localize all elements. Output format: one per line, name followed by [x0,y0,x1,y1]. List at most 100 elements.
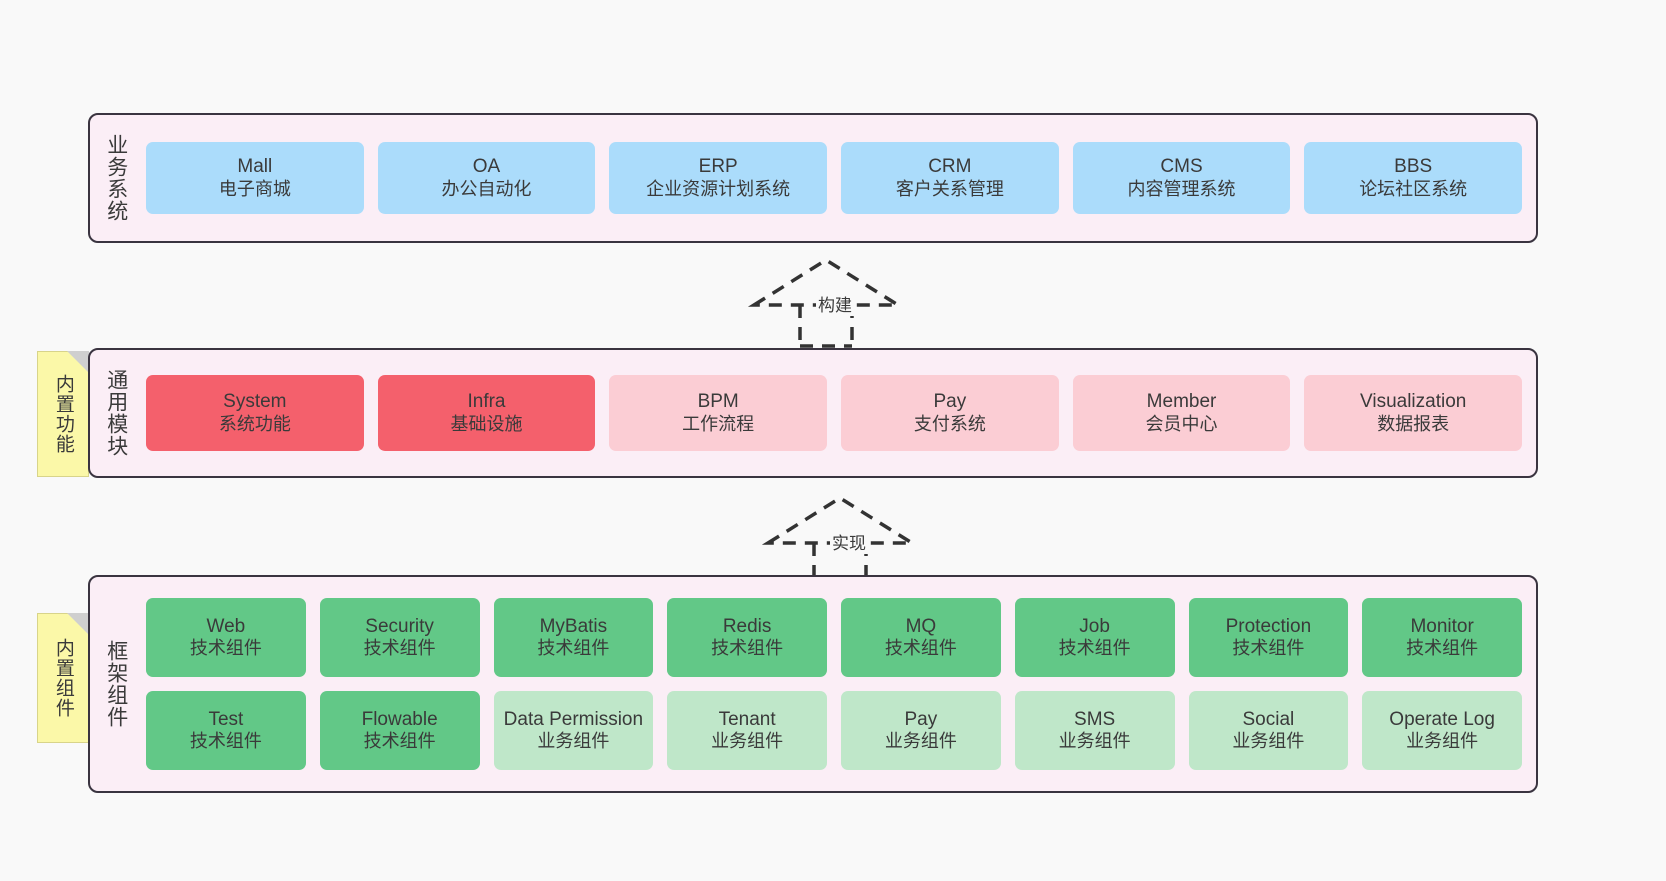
node-job[interactable]: Job 技术组件 [1014,598,1175,677]
node-crm[interactable]: CRM 客户关系管理 [841,142,1059,214]
node-title: Data Permission [503,708,644,730]
node-web[interactable]: Web 技术组件 [146,598,306,677]
node-subtitle: 技术组件 [363,731,436,752]
node-title: Flowable [361,708,438,730]
layer-framework-components: 框架组件 Web 技术组件 Security 技术组件 MyBatis 技术组件… [88,575,1538,793]
node-mall[interactable]: Mall 电子商城 [146,142,364,214]
layer-row: System 系统功能 Infra 基础设施 BPM 工作流程 Pay 支付系统… [146,375,1523,451]
node-subtitle: 客户关系管理 [895,178,1004,199]
node-subtitle: 系统功能 [218,413,291,434]
connector-implement: 实现 [761,490,946,586]
node-title: Web [206,615,246,637]
layer-common-modules: 通用模块 System 系统功能 Infra 基础设施 BPM 工作流程 Pay… [88,348,1538,478]
node-sms[interactable]: SMS 业务组件 [1014,691,1175,770]
node-title: Tenant [718,708,776,730]
node-subtitle: 技术组件 [884,638,957,659]
layer-body-business: Mall 电子商城 OA 办公自动化 ERP 企业资源计划系统 CRM 客户关系… [142,115,1536,241]
node-social[interactable]: Social 业务组件 [1188,691,1349,770]
node-mybatis[interactable]: MyBatis 技术组件 [493,598,654,677]
node-subtitle: 业务组件 [537,731,610,752]
node-title: Operate Log [1389,708,1495,730]
node-subtitle: 企业资源计划系统 [646,178,791,199]
node-flowable[interactable]: Flowable 技术组件 [319,691,480,770]
note-text: 内置功能 [52,374,74,454]
node-erp[interactable]: ERP 企业资源计划系统 [609,142,828,214]
node-title: CMS [1160,156,1203,178]
node-subtitle: 会员中心 [1145,413,1218,434]
node-bpm[interactable]: BPM 工作流程 [609,375,828,451]
layer-title-modules: 通用模块 [104,369,128,457]
connector-label-implement: 实现 [830,529,868,554]
node-pay-component[interactable]: Pay 业务组件 [841,691,1001,770]
node-title: MQ [905,615,937,637]
node-mq[interactable]: MQ 技术组件 [841,598,1001,677]
node-title: SMS [1074,708,1116,730]
node-title: Mall [237,156,273,178]
node-infra[interactable]: Infra 基础设施 [377,375,596,451]
node-subtitle: 工作流程 [682,413,755,434]
node-title: Member [1146,391,1217,413]
node-system[interactable]: System 系统功能 [146,375,364,451]
node-subtitle: 技术组件 [189,638,262,659]
node-title: Job [1079,615,1110,637]
node-bbs[interactable]: BBS 论坛社区系统 [1304,142,1523,214]
node-title: MyBatis [539,615,608,637]
note-builtin-components: 内置组件 [37,613,89,743]
node-title: BPM [697,391,739,413]
node-title: Pay [904,708,938,730]
node-subtitle: 业务组件 [1058,731,1131,752]
node-subtitle: 技术组件 [1232,638,1305,659]
node-cms[interactable]: CMS 内容管理系统 [1072,142,1291,214]
note-text: 内置组件 [52,638,74,718]
layer-row: Mall 电子商城 OA 办公自动化 ERP 企业资源计划系统 CRM 客户关系… [146,142,1523,214]
node-title: CRM [928,156,972,178]
layer-row: Test 技术组件 Flowable 技术组件 Data Permission … [146,691,1522,770]
node-test[interactable]: Test 技术组件 [146,691,306,770]
node-title: System [223,391,287,413]
node-operate-log[interactable]: Operate Log 业务组件 [1362,691,1522,770]
node-subtitle: 支付系统 [913,413,986,434]
node-security[interactable]: Security 技术组件 [319,598,480,677]
node-title: Redis [722,615,772,637]
node-subtitle: 业务组件 [711,731,784,752]
node-protection[interactable]: Protection 技术组件 [1188,598,1349,677]
layer-title-business: 业务系统 [104,134,128,222]
node-subtitle: 技术组件 [711,638,784,659]
node-title: Test [208,708,244,730]
layer-row: Web 技术组件 Security 技术组件 MyBatis 技术组件 Redi… [146,598,1522,677]
node-title: Protection [1225,615,1312,637]
node-tenant[interactable]: Tenant 业务组件 [667,691,827,770]
node-subtitle: 基础设施 [450,413,523,434]
node-monitor[interactable]: Monitor 技术组件 [1362,598,1522,677]
node-subtitle: 数据报表 [1377,413,1450,434]
node-title: Social [1242,708,1295,730]
node-subtitle: 技术组件 [1058,638,1131,659]
node-pay-module[interactable]: Pay 支付系统 [841,375,1059,451]
node-title: Visualization [1360,391,1467,413]
node-subtitle: 技术组件 [1406,638,1479,659]
node-redis[interactable]: Redis 技术组件 [667,598,827,677]
node-title: Security [365,615,434,637]
node-member[interactable]: Member 会员中心 [1072,375,1291,451]
node-subtitle: 业务组件 [1232,731,1305,752]
node-subtitle: 技术组件 [189,731,262,752]
layer-business-systems: 业务系统 Mall 电子商城 OA 办公自动化 ERP 企业资源计划系统 CRM… [88,113,1538,243]
connector-label-build: 构建 [816,291,854,316]
layer-body-framework: Web 技术组件 Security 技术组件 MyBatis 技术组件 Redi… [142,577,1536,791]
node-title: OA [472,156,501,178]
node-subtitle: 技术组件 [537,638,610,659]
layer-body-modules: System 系统功能 Infra 基础设施 BPM 工作流程 Pay 支付系统… [142,350,1536,476]
node-title: Infra [467,391,506,413]
node-oa[interactable]: OA 办公自动化 [377,142,596,214]
node-subtitle: 论坛社区系统 [1359,178,1468,199]
node-subtitle: 技术组件 [363,638,436,659]
node-subtitle: 电子商城 [218,178,291,199]
connector-build: 构建 [747,252,932,348]
node-data-permission[interactable]: Data Permission 业务组件 [493,691,654,770]
node-visualization[interactable]: Visualization 数据报表 [1304,375,1523,451]
node-subtitle: 业务组件 [1406,731,1479,752]
node-subtitle: 业务组件 [884,731,957,752]
node-title: ERP [698,156,738,178]
note-builtin-features: 内置功能 [37,351,89,477]
node-subtitle: 办公自动化 [441,178,532,199]
